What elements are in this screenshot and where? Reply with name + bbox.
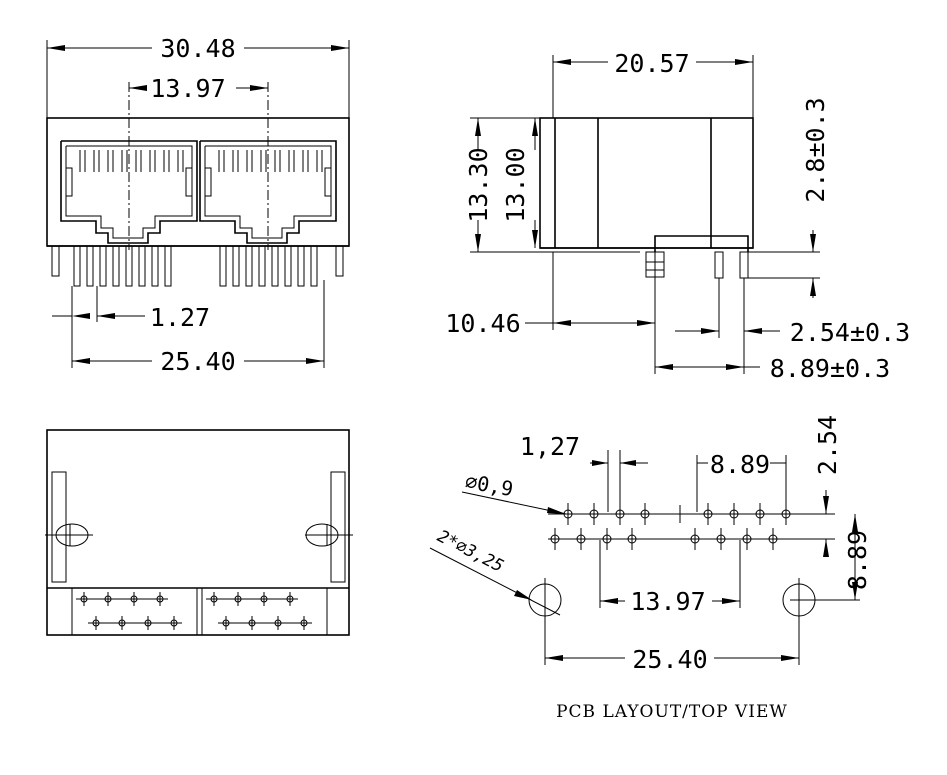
dim-side-row-spacing: 2.54±0.3 — [790, 318, 910, 347]
dim-side-pin-length: 2.8±0.3 — [801, 97, 830, 202]
dim-pcb-row-spacing: 2.54 — [813, 415, 842, 475]
pcb-holes-row-2 — [550, 528, 778, 550]
dim-pcb-pitch-8-89: 8.89 — [710, 450, 770, 479]
pcb-layout-caption: PCB LAYOUT/TOP VIEW — [556, 702, 788, 722]
dim-pcb-post-span: 25.40 — [632, 645, 707, 674]
dim-side-height-total: 13.30 — [464, 147, 493, 222]
dim-front-overall-width: 30.48 — [160, 34, 235, 63]
dim-front-row-span: 25.40 — [160, 347, 235, 376]
front-port-right — [199, 140, 337, 244]
front-view: 30.48 13.97 1.27 25.40 — [46, 34, 350, 376]
dim-pcb-row-to-post: 8.89 — [843, 530, 872, 590]
bottom-posts — [45, 523, 353, 547]
dim-pcb-pin-pitch: 1,27 — [520, 432, 580, 461]
dim-side-front-offset: 10.46 — [445, 309, 520, 338]
dim-side-body-height: 13.00 — [501, 147, 530, 222]
bottom-body-outline — [46, 429, 350, 636]
side-body-outline — [539, 117, 754, 249]
dim-pcb-hole-diameter: ∅0,9 — [463, 469, 515, 501]
front-port-left — [60, 140, 198, 244]
dim-side-depth: 20.57 — [614, 49, 689, 78]
pcb-post-holes — [528, 578, 860, 665]
dim-front-port-pitch: 13.97 — [150, 74, 225, 103]
side-pins — [645, 251, 749, 279]
front-pins — [51, 245, 344, 287]
bottom-view — [45, 429, 353, 636]
dim-front-pin-pitch: 1.27 — [150, 303, 210, 332]
pcb-layout-view: 1,27 8.89 2.54 8.89 ∅0,9 2*∅3,25 13.97 — [429, 415, 872, 722]
side-view: 20.57 13.30 13.00 2.8±0.3 10.46 — [445, 49, 910, 383]
front-body-outline — [46, 117, 350, 247]
dim-side-rear-offset: 8.89±0.3 — [770, 354, 890, 383]
dim-pcb-port-pitch: 13.97 — [630, 587, 705, 616]
bottom-pin-holes — [76, 592, 312, 630]
